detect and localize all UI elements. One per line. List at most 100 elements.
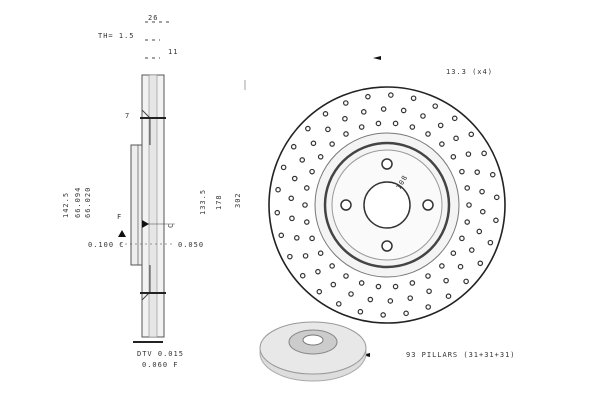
drill-hole [437,122,444,129]
holes-note: 13.3 (x4) [446,68,493,76]
drill-hole [380,312,386,318]
drill-hole [358,280,365,286]
datum-f-arrow [118,230,126,237]
drill-hole [493,217,499,224]
pillars-note: 93 PILLARS (31+31+31) [406,351,516,359]
drill-hole [392,120,399,127]
drill-hole [400,107,407,114]
drill-hole [315,268,321,275]
dim-66-max: 66.094 [74,187,82,218]
drill-hole [493,194,500,201]
side-view-dimensions: 26 TH= 1.5 11 7 142.5 66.094 66.020 F 0.… [62,14,242,369]
drill-hole [367,296,374,303]
drill-hole [299,157,306,163]
side-section-view [118,21,246,343]
drill-hole [274,209,281,216]
datum-c-arrow [142,220,149,228]
drill-hole [309,168,315,175]
drill-hole [342,115,348,122]
drill-hole [310,140,317,147]
tol-runout-c: 0.100 C [88,241,125,249]
drill-hole [375,283,382,290]
drill-hole [476,228,483,235]
drill-hole [342,100,349,106]
drill-hole [317,154,324,160]
drill-hole [365,93,371,100]
drill-hole [357,308,364,315]
drill-hole [289,215,295,222]
drill-hole [409,124,416,130]
drill-hole [330,281,337,288]
drill-hole [299,272,306,279]
tol-right: 0.050 [178,241,204,249]
dim-7: 7 [125,112,130,120]
dim-th: TH= 1.5 [98,32,135,40]
drill-hole [465,151,472,157]
drill-hole [477,260,484,267]
drill-hole [439,263,445,269]
dim-133: 133.5 [199,189,207,215]
drill-hole [291,175,298,182]
drill-hole [468,131,475,138]
dim-302: 302 [234,192,242,208]
datum-f: F [117,213,122,221]
drill-hole [432,103,439,109]
dim-66-min: 66.020 [84,187,92,218]
drill-hole [387,298,394,304]
drill-hole [360,109,367,115]
drill-hole [445,293,452,299]
drill-hole [450,250,457,256]
datum-c: C [167,223,175,228]
drill-hole [426,288,432,295]
disc-render [259,321,367,382]
drill-hole [317,250,324,256]
drill-hole [464,219,471,225]
drill-hole [278,232,285,239]
drill-hole [479,188,485,195]
bolt-hole [381,240,393,252]
drill-hole [420,113,426,119]
drill-hole [287,253,293,260]
drill-hole [322,111,329,117]
drill-hole [425,304,432,310]
drill-hole [459,235,465,242]
tol-bottom: 0.060 F [142,361,179,369]
drill-hole [325,126,331,133]
drill-hole [358,124,365,130]
dim-width: 26 [148,14,158,22]
bolt-hole [422,199,434,211]
drill-hole [474,169,481,175]
drill-hole [288,195,295,202]
drill-hole [439,141,445,147]
drill-hole [303,185,310,191]
drill-hole [410,95,417,102]
drill-hole [453,135,459,142]
drill-hole [479,208,486,215]
drill-hole [457,263,464,270]
dtv-tolerance: DTV 0.015 [137,350,184,358]
leader-arrow [373,56,381,60]
drill-hole [343,273,349,279]
drill-hole [466,202,472,208]
drill-hole [463,278,469,285]
front-view: 108 13.3 (x4) 93 PILLARS (31+31+31) [268,56,516,359]
drill-hole [468,247,475,253]
drill-hole [293,235,300,241]
drill-hole [409,280,416,286]
drill-hole [275,186,281,193]
drill-hole [450,154,457,160]
drill-hole [481,150,487,157]
drill-hole [329,141,335,147]
drill-hole [403,310,409,317]
drill-hole [487,239,494,246]
drill-hole [388,92,394,98]
drill-hole [335,301,342,307]
bolt-hole [340,199,352,211]
drill-hole [290,143,297,150]
drill-hole [316,288,323,295]
drill-hole [375,120,382,127]
drill-hole [343,131,349,137]
bolt-hole [381,158,393,170]
drill-hole [489,171,496,178]
